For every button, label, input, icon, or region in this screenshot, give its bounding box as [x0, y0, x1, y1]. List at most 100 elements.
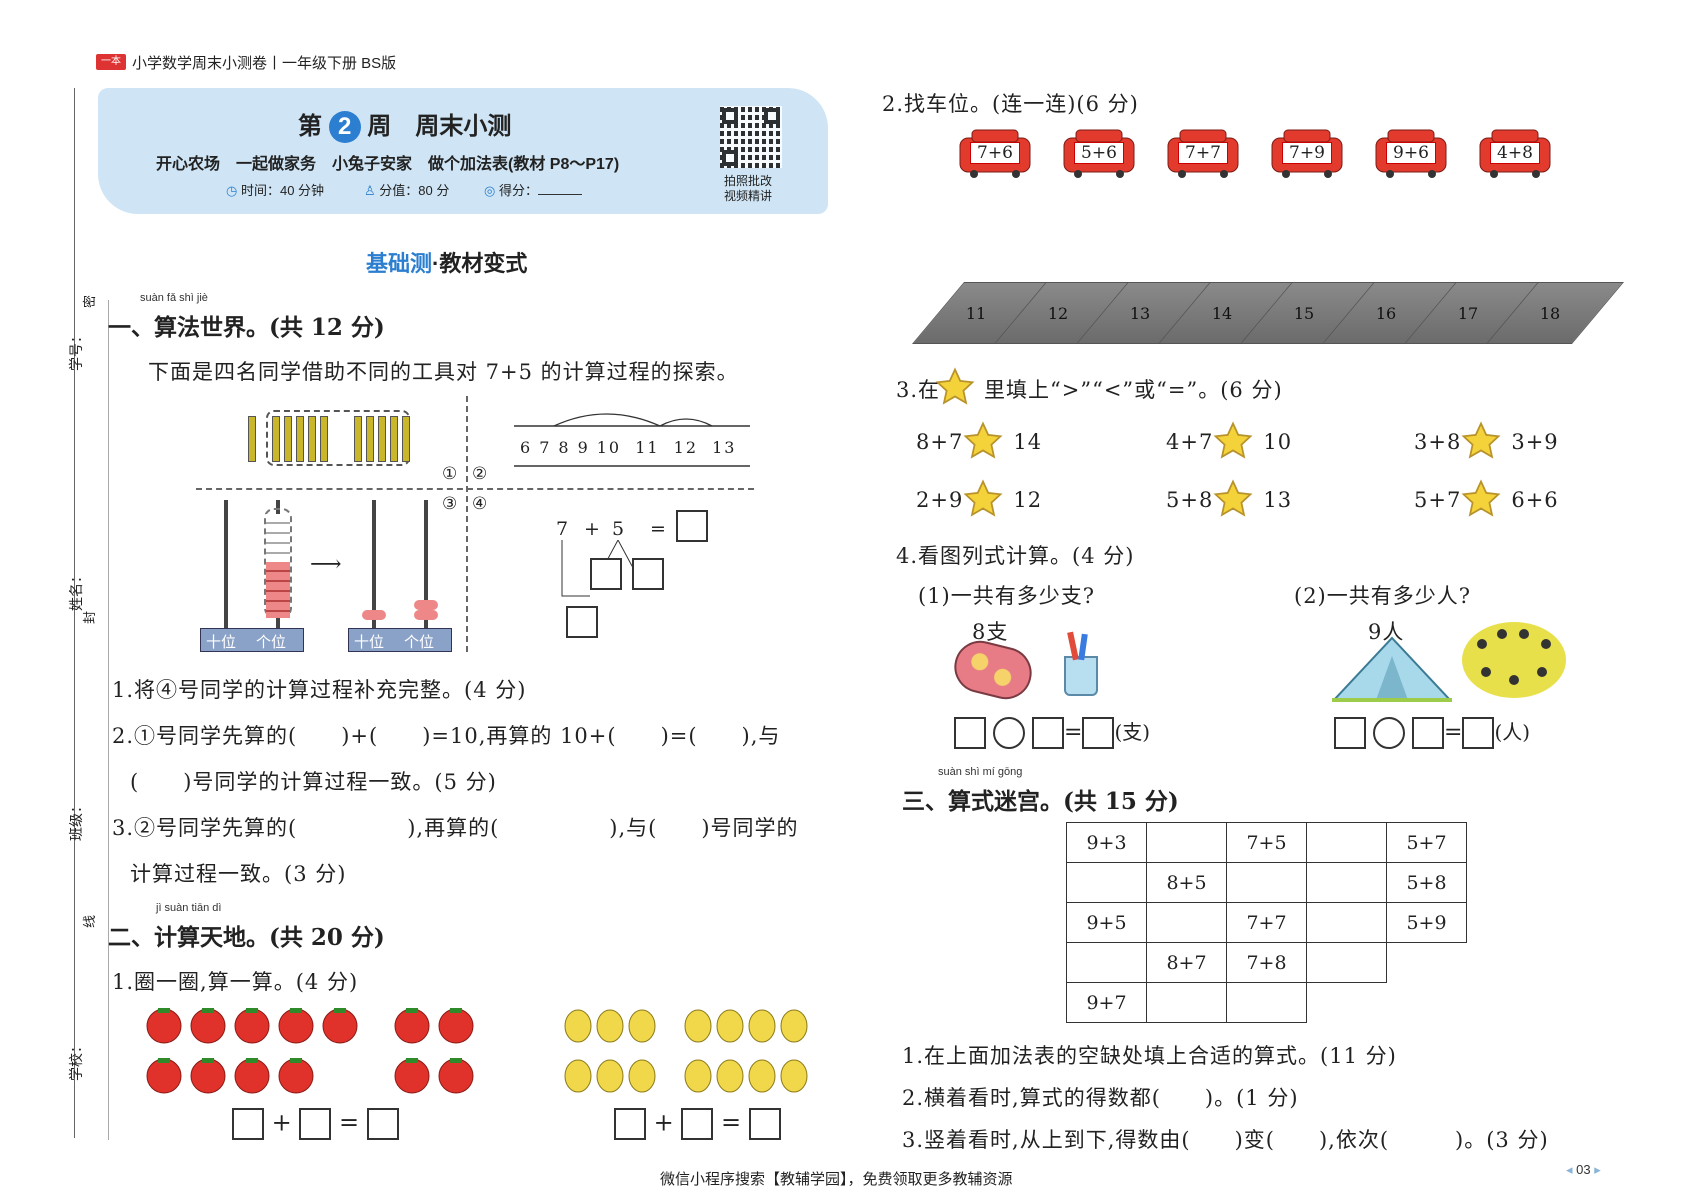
pear-group	[564, 1002, 820, 1102]
people-box-2[interactable]	[1412, 717, 1444, 749]
label-xian: 线	[82, 914, 98, 929]
s3-pinyin: suàn shì mí gōng	[938, 766, 1023, 778]
pear-equation: + =	[614, 1108, 781, 1140]
s1-pinyin: suàn fǎ shì jiè	[140, 292, 208, 304]
split-box-1[interactable]	[590, 558, 622, 590]
maze-cell: 8+5	[1146, 862, 1227, 903]
maze-blank-cell[interactable]	[1306, 942, 1387, 983]
compare-star-1[interactable]	[962, 420, 1004, 462]
equation-people: =(人)	[1334, 716, 1530, 749]
spot-label-12: 12	[1047, 304, 1069, 323]
maze-blank-cell[interactable]	[1306, 822, 1387, 863]
compare-star-6[interactable]	[1460, 478, 1502, 520]
compare-star-2[interactable]	[1212, 420, 1254, 462]
s2-sub1: (1)一共有多少支?	[918, 584, 1096, 608]
pens-op-circle[interactable]	[993, 717, 1025, 749]
tomato-group	[146, 1004, 476, 1104]
maze-cell: 9+5	[1066, 902, 1147, 943]
people-box-1[interactable]	[1334, 717, 1366, 749]
answer-box[interactable]	[676, 510, 708, 542]
label-xingming: 姓名：	[68, 569, 84, 611]
spot-label-16: 16	[1375, 304, 1397, 323]
maze-blank-cell[interactable]	[1226, 862, 1307, 903]
abacus-1: 十位 个位	[200, 500, 304, 652]
spot-label-17: 17	[1457, 304, 1479, 323]
brand-logo: 一本	[96, 54, 126, 70]
split-box-2[interactable]	[632, 558, 664, 590]
compare-star-3[interactable]	[1460, 420, 1502, 462]
car-2[interactable]: 5+6	[1062, 128, 1136, 178]
pens-box-3[interactable]	[1082, 717, 1115, 749]
s1-title: 一、算法世界。(共 12 分)	[108, 314, 385, 341]
label-1: ①	[442, 464, 458, 484]
compare-star-4[interactable]	[962, 478, 1004, 520]
abacus-2: 十位 个位	[348, 500, 452, 652]
compare-star-5[interactable]	[1212, 478, 1254, 520]
children-group-icon	[1462, 622, 1566, 698]
topics: 开心农场 一起做家务 小兔子安家 做个加法表(教材 P8～P17)	[156, 156, 620, 173]
people-box-3[interactable]	[1462, 717, 1495, 749]
maze-cell: 5+8	[1386, 862, 1467, 903]
maze-blank-cell[interactable]	[1306, 902, 1387, 943]
people-op-circle[interactable]	[1373, 717, 1405, 749]
s2-item4: 4.看图列式计算。(4 分)	[896, 544, 1135, 568]
label-4: ④	[472, 494, 488, 514]
s3-item2: 2.横着看时,算式的得数都( )。(1 分)	[902, 1086, 1299, 1110]
maze-blank-cell[interactable]	[1146, 822, 1227, 863]
pens-box-1[interactable]	[954, 717, 986, 749]
tomato-box-1[interactable]	[232, 1108, 264, 1140]
maze-blank-cell[interactable]	[1306, 862, 1387, 903]
split-equation: 7 + 5 =	[548, 506, 748, 646]
s1-intro: 下面是四名同学借助不同的工具对 7+5 的计算过程的探索。	[148, 360, 739, 384]
car-1[interactable]: 7+6	[958, 128, 1032, 178]
pear-box-1[interactable]	[614, 1108, 646, 1140]
maze-blank-cell[interactable]	[1146, 982, 1227, 1023]
qr-code[interactable]	[720, 106, 782, 168]
label-3: ③	[442, 494, 458, 514]
spot-label-18: 18	[1539, 304, 1561, 323]
maze-cell: 7+7	[1226, 902, 1307, 943]
maze-cell: 9+7	[1066, 982, 1147, 1023]
pens-box-2[interactable]	[1032, 717, 1064, 749]
maze-blank-cell[interactable]	[1066, 942, 1147, 983]
s3-title: 三、算式迷宫。(共 15 分)	[902, 788, 1179, 815]
sum-box[interactable]	[566, 606, 598, 638]
maze-blank-cell[interactable]	[1226, 982, 1307, 1023]
car-6[interactable]: 4+8	[1478, 128, 1552, 178]
label-2: ②	[472, 464, 488, 484]
tomato-box-2[interactable]	[299, 1108, 332, 1140]
s2-item1: 1.圈一圈,算一算。(4 分)	[112, 970, 359, 994]
pear-box-2[interactable]	[681, 1108, 714, 1140]
prev-page-icon[interactable]: ◂	[1566, 1162, 1573, 1177]
maze-blank-cell[interactable]	[1066, 862, 1147, 903]
qr-caption-1: 拍照批改	[724, 174, 773, 188]
label-xuehao: 学号：	[68, 329, 84, 371]
week-title: 第 2 周 周末小测	[298, 106, 511, 143]
pear-box-3[interactable]	[748, 1108, 781, 1140]
section-heading: 基础测·教材变式	[366, 251, 528, 276]
label-banji: 班级：	[68, 799, 84, 841]
maze-cell: 7+8	[1226, 942, 1307, 983]
time-info: ◷ 时间：40 分钟	[226, 183, 325, 198]
week-number-badge: 2	[328, 111, 361, 143]
car-3[interactable]: 7+7	[1166, 128, 1240, 178]
maze-empty	[1387, 983, 1467, 1023]
addition-maze-table: 9+3 7+5 5+7 8+5 5+8 9+5 7+7 5+9 8+7 7+8 …	[1066, 822, 1467, 1023]
tent-icon	[1331, 636, 1453, 706]
car-5[interactable]: 9+6	[1374, 128, 1448, 178]
car-4[interactable]: 7+9	[1270, 128, 1344, 178]
equation-pens: =(支)	[954, 716, 1150, 749]
spot-label-15: 15	[1293, 304, 1315, 323]
maze-empty	[1387, 943, 1467, 983]
page-number: ◂ 03 ▸	[1566, 1162, 1601, 1177]
s1-item3a: 3.②号同学先算的( ),再算的( ),与( )号同学的	[112, 816, 799, 840]
maze-blank-cell[interactable]	[1146, 902, 1227, 943]
arrow-icon: ⟶	[310, 552, 342, 577]
s3-item1: 1.在上面加法表的空缺处填上合适的算式。(11 分)	[902, 1044, 1397, 1068]
tomato-box-3[interactable]	[366, 1108, 399, 1140]
next-page-icon[interactable]: ▸	[1594, 1162, 1601, 1177]
maze-cell: 7+5	[1226, 822, 1307, 863]
